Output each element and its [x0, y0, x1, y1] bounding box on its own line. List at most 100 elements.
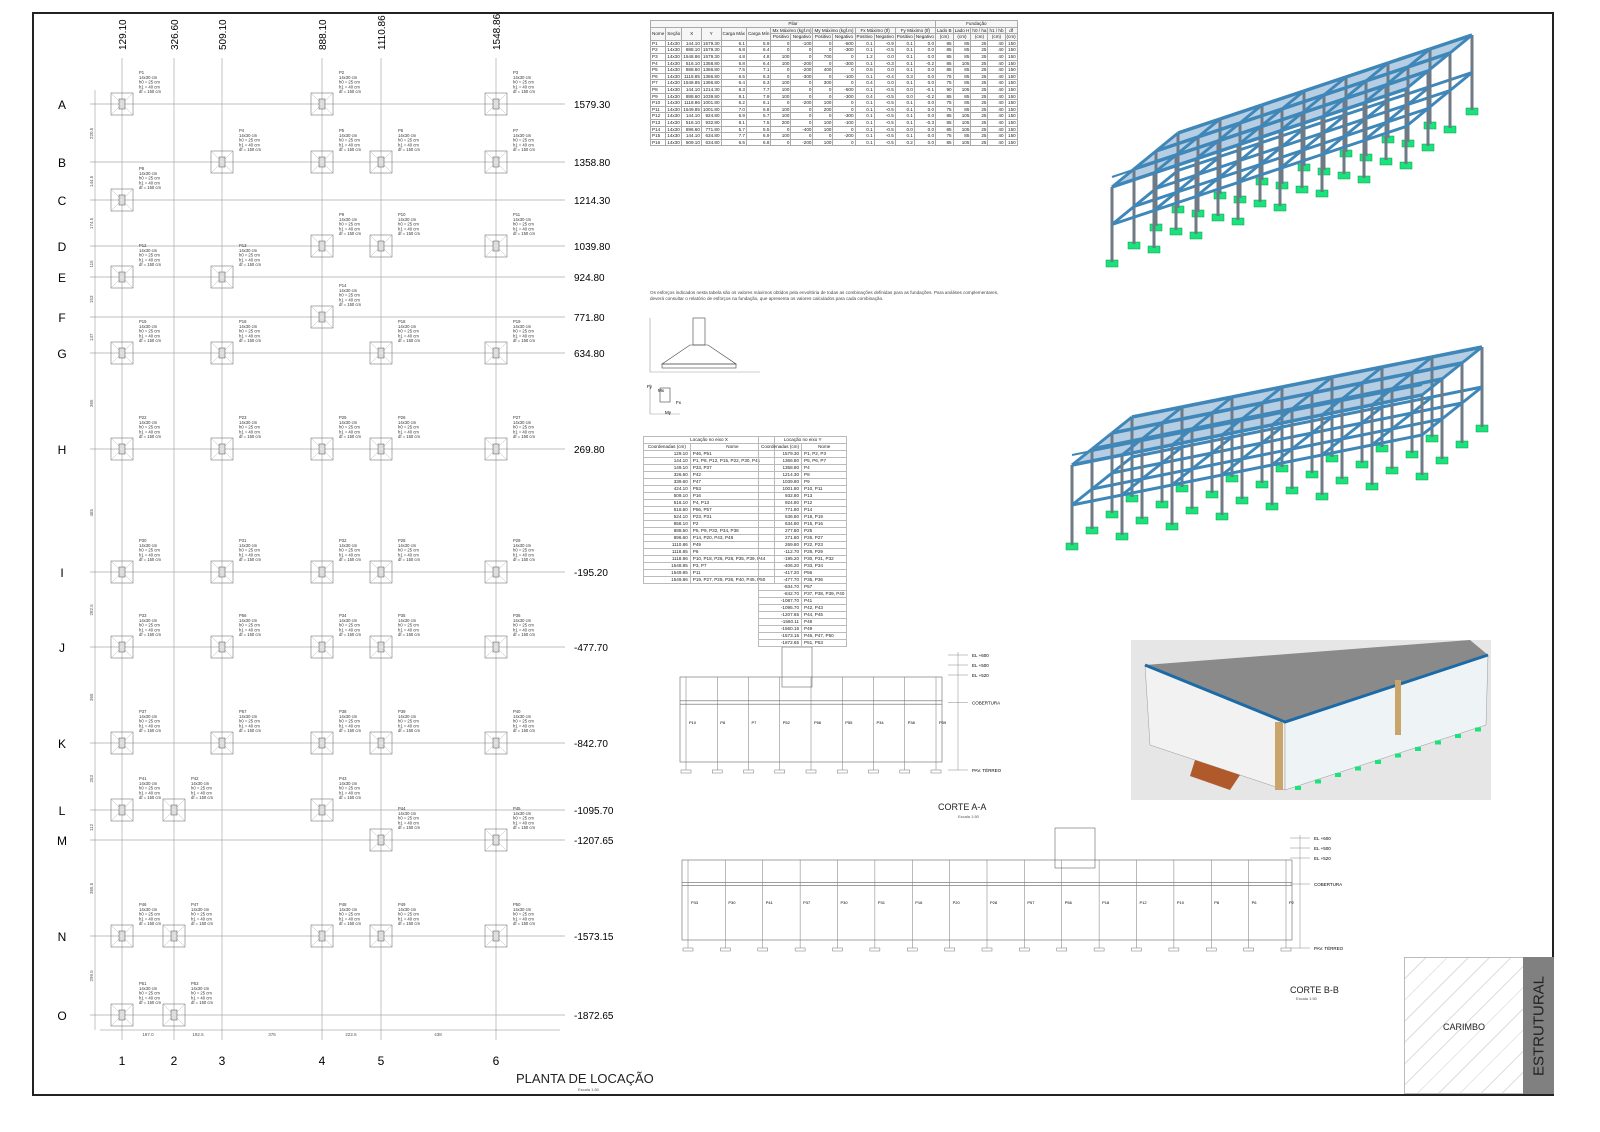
pillar-label-line: h1 = 40 cm — [398, 552, 419, 557]
table-cell: 0 — [770, 66, 792, 74]
table-cell: 25 — [970, 99, 989, 107]
pillar-label-line: h0 = 25 cm — [139, 786, 160, 791]
coordinate-cell: 271.80 — [757, 534, 803, 542]
level-label: COBERTURA — [972, 701, 1000, 706]
column-header: Seção — [665, 26, 683, 41]
table-cell: 0.0 — [894, 92, 915, 101]
table-cell: 6.8 — [745, 138, 772, 147]
table-cell: 7.9 — [745, 92, 772, 101]
footing-outline — [310, 731, 334, 755]
table-cell: 85 — [952, 52, 972, 61]
table-cell: 0.1 — [854, 72, 875, 81]
pillar-label-line: h0 = 25 cm — [398, 548, 419, 553]
pillar-label-line: h1 = 40 cm — [191, 995, 212, 1000]
table-cell: 0 — [770, 138, 792, 147]
force-label: Mx — [658, 388, 665, 393]
section-pillar-label: P52 — [783, 720, 791, 725]
pillar-label-line: df = 150 cm — [139, 262, 162, 267]
level-label: COBERTURA — [1314, 882, 1342, 887]
section-pillar-label: P12 — [1140, 900, 1148, 905]
table-cell: -100 — [832, 72, 856, 81]
table-cell: 0 — [832, 52, 856, 61]
table-cell: 1366.80 — [700, 79, 722, 87]
footing-outline — [110, 635, 134, 659]
table-cell: -400 — [790, 125, 814, 134]
beam — [1449, 33, 1473, 55]
footing-outline — [110, 731, 134, 755]
table-cell: 0 — [790, 52, 814, 61]
table-cell: 25 — [970, 66, 989, 74]
section-pillar-label: P56 — [814, 720, 822, 725]
pillar-label-line: df = 150 cm — [398, 825, 421, 830]
column-unit: (cm) — [935, 33, 954, 41]
pillar-label-line: P1 — [139, 70, 145, 75]
pillar-label-line: h0 = 25 cm — [139, 329, 160, 334]
pillar-label-line: h0 = 25 cm — [239, 425, 260, 430]
pillar-label-line: df = 150 cm — [191, 1000, 214, 1005]
table-cell: -200 — [790, 138, 814, 147]
table-cell: 0 — [790, 112, 814, 120]
pillar-section — [118, 271, 126, 283]
table-cell: 85 — [935, 46, 954, 54]
beam — [1153, 191, 1177, 212]
pillar-label-line: 14x30 cm — [513, 217, 532, 222]
pillar-label-line: 14x30 cm — [398, 217, 417, 222]
pillar-label-line: 14x30 cm — [339, 75, 358, 80]
table-cell: 150 — [1004, 125, 1018, 134]
pillar-label-line: h0 = 25 cm — [239, 138, 260, 143]
pillar-label-line: 14x30 cm — [339, 217, 358, 222]
table-cell: 0 — [832, 105, 856, 114]
location-table-title: Locação no eixo X — [643, 436, 775, 444]
section-footing — [680, 769, 692, 774]
beam — [1391, 411, 1413, 431]
pillar-label-line: 14x30 cm — [513, 714, 532, 719]
beam — [1091, 437, 1143, 451]
footing-outline — [110, 188, 134, 212]
pillar-label-line: 14x30 cm — [239, 618, 258, 623]
table-cell: -300 — [832, 46, 856, 54]
corte-aa-scale: Escala 1:50 — [958, 814, 979, 819]
table-cell: -200 — [832, 132, 856, 140]
pillar-section — [318, 156, 326, 168]
table-cell: 0.2 — [894, 138, 915, 147]
beam — [1071, 487, 1093, 507]
table-cell: 1214.30 — [700, 85, 722, 94]
table-cell: 25 — [970, 52, 989, 61]
column-number: 3 — [219, 1054, 226, 1068]
pillar-section — [170, 930, 178, 942]
pillar-names-cell: P44, P45 — [801, 611, 848, 619]
table-cell: 0.1 — [854, 138, 875, 147]
table-cell: 150 — [1004, 46, 1018, 54]
table-cell: -0.5 — [873, 132, 896, 140]
section-footing — [837, 769, 848, 774]
beam — [1363, 87, 1407, 105]
beam — [1331, 365, 1383, 379]
table-cell: 25 — [970, 112, 989, 120]
pillar-names-cell: P12 — [801, 499, 848, 507]
section-pillar-label: P31 — [878, 900, 886, 905]
table-cell: 0.0 — [873, 66, 896, 74]
vertical-dimension: 112 — [89, 823, 94, 831]
section-pillar-label: P6 — [1252, 900, 1258, 905]
pillar-label-line: 14x30 cm — [339, 618, 358, 623]
section-footing — [944, 947, 955, 952]
pillar-label-line: df = 150 cm — [513, 147, 536, 152]
table-cell: 8.3 — [720, 85, 747, 94]
pillar-label-line: P29 — [513, 538, 521, 543]
pillar-names-cell: P30, P31, P32 — [801, 555, 848, 563]
row-coordinate: 1039.80 — [574, 242, 611, 253]
pillar-label-line: df = 150 cm — [398, 231, 421, 236]
